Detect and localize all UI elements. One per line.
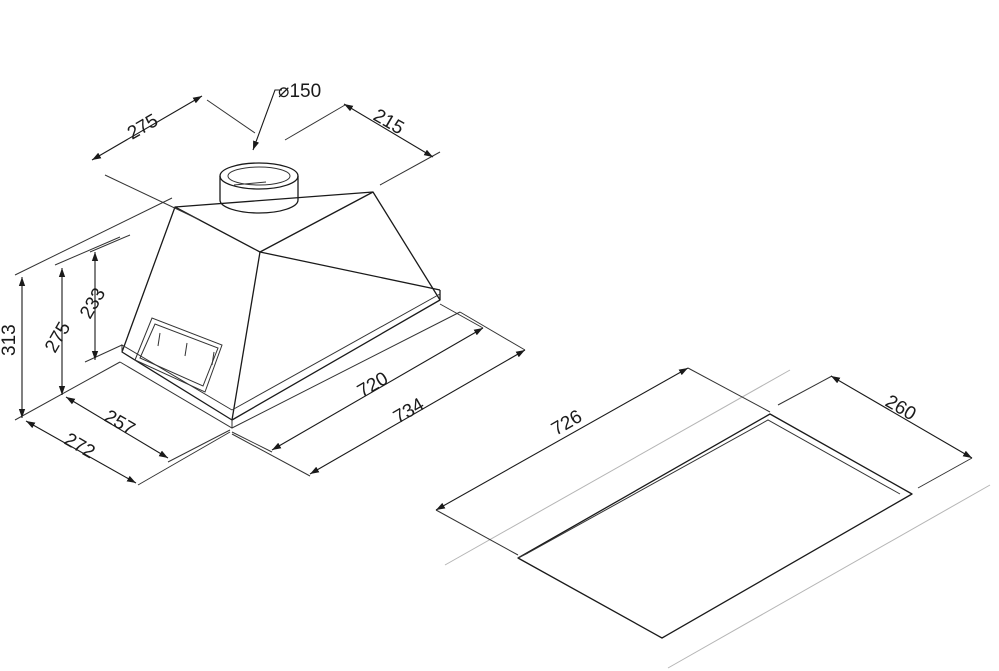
cabinet-line-2: [667, 484, 991, 669]
ext-line-rim: [84, 344, 123, 363]
ext-line-body-top: [54, 236, 121, 266]
hood-right-edge: [259, 251, 441, 291]
top-width-dim: [91, 95, 203, 161]
cutout-flange-side: [517, 552, 529, 559]
ext-line-outer-width-left: [231, 433, 311, 477]
upper-height-label: 233: [76, 285, 110, 323]
hood-bottom-rim-inner: [231, 293, 441, 411]
filter-panel-inner: [139, 323, 219, 387]
inner-width-label: 720: [354, 368, 392, 402]
ext-line-inner-width-right: [439, 303, 484, 329]
ext-line-inner-width-left: [231, 431, 273, 453]
ext-line-top-depth-left: [284, 104, 346, 141]
body-height-label: 275: [41, 319, 75, 357]
duct-collar: [219, 162, 299, 214]
filter-handle-2: [184, 342, 188, 357]
top-depth-dim: [343, 103, 434, 158]
cutout-width-label: 726: [548, 406, 586, 440]
cutout-depth-label: 260: [882, 391, 920, 425]
ext-line-outer-width-right: [459, 311, 526, 351]
hood-outline: [121, 191, 441, 421]
filter-panel: [134, 317, 223, 393]
outer-depth-dim: [25, 420, 137, 484]
ext-line-cutout-depth-right: [917, 457, 973, 489]
cutout-depth-dim: [830, 375, 973, 459]
filter-handle-3: [211, 351, 215, 366]
duct-diameter-label: ⌀150: [278, 81, 321, 102]
top-width-label: 275: [124, 110, 162, 144]
ext-line-top-width-right: [206, 99, 256, 134]
ext-line-top: [14, 197, 173, 276]
ext-line-outer-depth: [137, 431, 231, 486]
diameter-leader: [252, 89, 282, 151]
ext-line-top-depth-right: [379, 151, 441, 186]
hood-front-edge: [231, 251, 261, 421]
ext-line-inner-depth: [167, 429, 231, 463]
ext-line-cutout-width-left: [435, 509, 519, 556]
hood-dimensions: ⌀150 275 215 313 275 233 257 272: [0, 81, 526, 486]
cutout-width-dim: [435, 367, 689, 511]
cabinet-line-1: [444, 369, 791, 566]
total-height-label: 313: [0, 324, 20, 356]
ext-line-cutout-width-right: [687, 367, 771, 413]
hood-drawing: [119, 162, 461, 429]
top-depth-label: 215: [370, 105, 408, 139]
filter-handle-1: [157, 332, 161, 347]
ext-line-cutout-depth-left: [777, 375, 833, 406]
ext-line-top-width-left: [104, 174, 201, 221]
ext-line-upper-top: [89, 234, 131, 253]
cutout-drawing: 726 260: [435, 367, 991, 669]
inner-depth-label: 257: [101, 406, 139, 440]
outer-width-label: 734: [390, 394, 428, 428]
hood-top-edge: [174, 191, 374, 253]
ext-line-bottom: [14, 361, 121, 421]
